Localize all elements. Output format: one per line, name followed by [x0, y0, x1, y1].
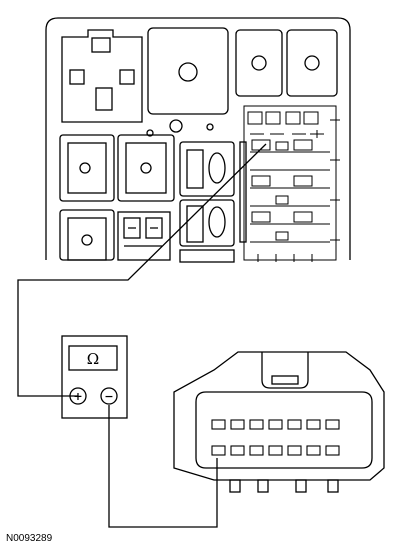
ohmmeter: Ω + − — [61, 335, 128, 419]
wiring-connector — [173, 351, 385, 493]
positive-terminal-label: + — [73, 390, 82, 403]
fuse-column — [179, 141, 247, 263]
negative-terminal — [100, 387, 118, 405]
ohm-symbol: Ω — [87, 350, 99, 368]
negative-test-lead — [108, 405, 218, 528]
left-relay-1 — [59, 134, 115, 202]
left-relay-3 — [59, 209, 115, 261]
mini-relay-socket — [61, 29, 143, 123]
left-relay-2 — [117, 134, 175, 202]
positive-terminal — [69, 387, 87, 405]
fuse-box — [45, 17, 351, 263]
large-relay — [147, 27, 229, 115]
top-relay-1 — [235, 29, 283, 97]
positive-test-lead — [17, 143, 267, 397]
negative-terminal-label: − — [104, 390, 113, 403]
meter-display — [68, 345, 118, 371]
mini-fuse-array — [243, 105, 340, 262]
diode-block — [117, 211, 171, 261]
terminal-cavities — [211, 419, 340, 456]
top-relay-2 — [286, 29, 338, 97]
figure-reference-number: N0093289 — [6, 533, 53, 544]
